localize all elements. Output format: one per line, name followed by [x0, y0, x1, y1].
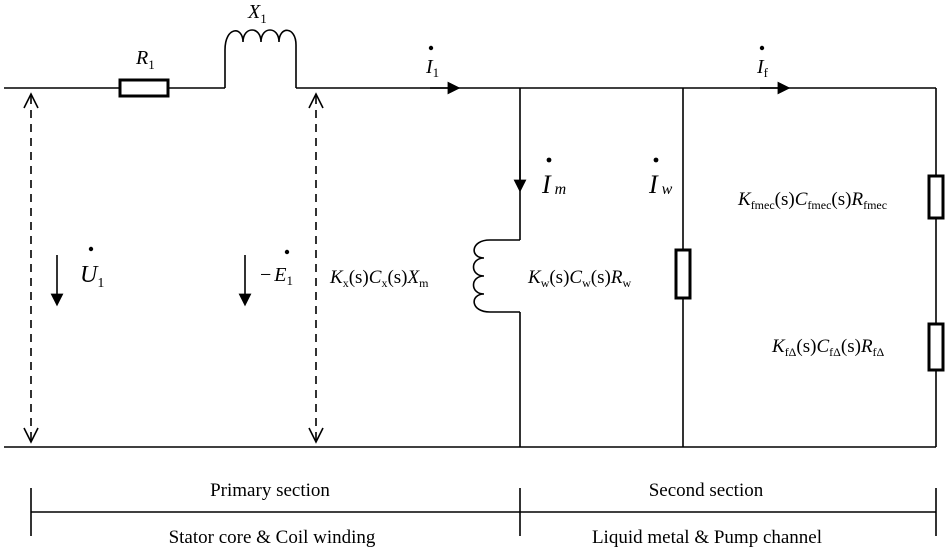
rw-branch [674, 88, 692, 447]
rfd-expression: KfΔ(s)CfΔ(s)RfΔ [771, 336, 885, 359]
x1-inductor [224, 29, 297, 88]
e1-voltage-line [308, 92, 324, 444]
rfd-resistor [927, 322, 945, 372]
second-section-label: Second section [649, 480, 764, 501]
if-label: If [756, 45, 769, 80]
r1-resistor [118, 78, 170, 98]
svg-text:Iw: Iw [648, 170, 673, 199]
rw-resistor [674, 248, 692, 300]
svg-text:−E1: −E1 [260, 264, 293, 288]
svg-text:If: If [756, 56, 769, 80]
xm-expression: Kx(s)Cx(s)Xm [329, 267, 429, 290]
rw-expression: Kw(s)Cw(s)Rw [527, 267, 631, 290]
e1-label: −E1 [260, 249, 293, 288]
rfmec-resistor [927, 174, 945, 220]
section-bracket [30, 488, 937, 536]
svg-text:I1: I1 [425, 56, 439, 80]
u1-voltage-line [23, 92, 39, 444]
svg-text:Im: Im [541, 170, 566, 199]
u1-label: U1 [80, 246, 104, 291]
i1-label: I1 [425, 45, 439, 80]
r1-label: R1 [135, 47, 155, 72]
stator-label: Stator core & Coil winding [169, 527, 376, 548]
primary-section-label: Primary section [210, 480, 330, 501]
rf-branch [927, 88, 945, 447]
rfmec-expression: Kfmec(s)Cfmec(s)Rfmec [737, 189, 887, 212]
liquid-metal-label: Liquid metal & Pump channel [592, 527, 822, 548]
svg-text:U1: U1 [80, 262, 104, 291]
xm-branch [472, 88, 527, 447]
x1-label: X1 [247, 1, 267, 26]
